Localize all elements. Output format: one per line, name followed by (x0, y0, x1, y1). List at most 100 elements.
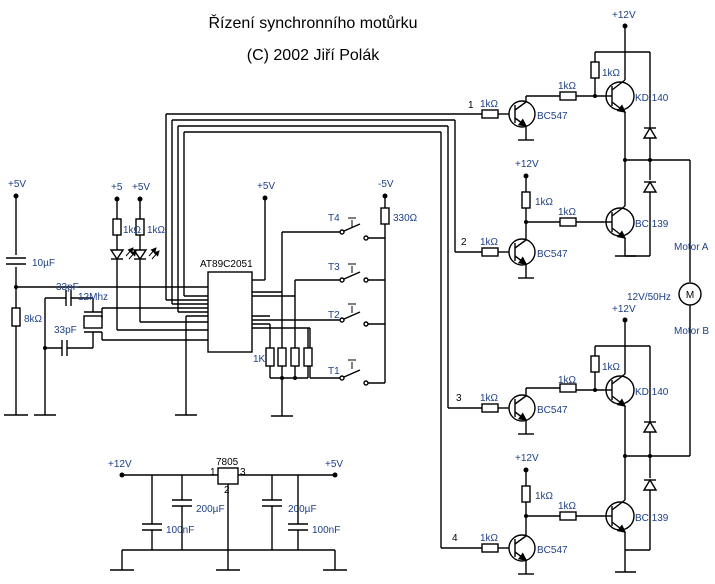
motor-letter: M (686, 290, 694, 301)
resistor-8k (11, 307, 21, 327)
switch-t3 (343, 271, 361, 280)
label-regulator: 7805 (216, 457, 239, 468)
resistor-bottom-pullup (590, 355, 600, 373)
supply-label-12v-mid: +12V (515, 159, 539, 170)
supply-label-12v-q4: +12V (515, 453, 539, 464)
resistor-1k-a (265, 347, 275, 367)
left-supply-section: +5V 10µF 8kΩ 33pF 33pF 12Mhz (4, 179, 208, 416)
resistor-330 (380, 207, 390, 225)
channel-2-number: 2 (461, 237, 467, 248)
output-bus (165, 113, 482, 549)
channel-1-number: 1 (468, 100, 474, 111)
resistor-led1 (112, 218, 122, 236)
channel-2: 2 1kΩ BC547 +12V 1kΩ 1kΩ (461, 159, 604, 279)
resistor-ch4-base (481, 543, 499, 553)
label-ch2-transistor: BC547 (537, 249, 568, 260)
label-ch2-r-pullup: 1kΩ (535, 197, 554, 208)
schematic-subtitle: (C) 2002 Jiří Polák (247, 47, 380, 64)
label-t4: T4 (328, 213, 340, 224)
resistor-top-coupling (559, 91, 577, 101)
label-r-bottom-pullup: 1kΩ (602, 362, 621, 373)
label-q-top-2: KD 140 (635, 387, 669, 398)
channel-3: 3 1kΩ BC547 (456, 387, 568, 435)
label-q-bottom-top: BC 139 (635, 219, 669, 230)
channel-4: 4 1kΩ BC547 +12V 1kΩ 1kΩ (452, 453, 604, 575)
label-crystal: 12Mhz (78, 292, 108, 303)
led1-diode (109, 249, 125, 261)
switch-t4 (343, 223, 361, 232)
label-motor-b: Motor B (674, 326, 709, 337)
label-ch1-transistor: BC547 (537, 111, 568, 122)
switch-t2 (343, 311, 361, 320)
regulator-pin2: 2 (224, 485, 230, 496)
resistor-ch4-coupling (559, 511, 577, 521)
mcu-at89c2051: AT89C2051 +5V (175, 181, 275, 416)
label-r-330: 330Ω (393, 213, 418, 224)
label-q-top: KD 140 (635, 93, 669, 104)
resistor-ch2-base (481, 247, 499, 257)
label-c-10uf: 10µF (32, 258, 55, 269)
supply-label-12v-top: +12V (612, 10, 636, 21)
label-motor-a: Motor A (674, 242, 709, 253)
schematic-title: Řízení synchronního motůrku (209, 13, 418, 32)
resistor-1k-d (303, 347, 313, 367)
led2-diode (132, 249, 148, 261)
label-r-top-pullup: 1kΩ (602, 68, 621, 79)
diode-lower-a (642, 420, 658, 433)
label-c-33pf-a: 33pF (56, 282, 79, 293)
led-section: +5 +5V 1kΩ 1kΩ (109, 182, 208, 331)
label-r-led2: 1kΩ (147, 225, 166, 236)
regulator-section: +12V 7805 1 2 3 +5V 100nF 200µF 200µF 10 (108, 457, 347, 571)
label-ch3-transistor: BC547 (537, 405, 568, 416)
channel-3-number: 3 (456, 393, 462, 404)
switch-section: -5V 330Ω T4 T3 T2 (252, 179, 418, 417)
label-c-200uf-a: 200µF (196, 504, 225, 515)
resistor-ch1-base (481, 109, 499, 119)
label-t3: T3 (328, 262, 340, 273)
diode-upper-a (642, 126, 658, 139)
motor: M Motor A Motor B 12V/50Hz (627, 160, 709, 456)
supply-label-m5v: -5V (378, 179, 394, 190)
upper-driver: +12V 1kΩ 1kΩ KD 140 BC 139 (558, 10, 690, 257)
supply-label-5v-left: +5V (8, 179, 26, 190)
resistor-ch2-pullup (521, 191, 531, 209)
label-c-100nf-b: 100nF (312, 525, 340, 536)
label-ch2-r-coupling: 1kΩ (558, 207, 577, 218)
label-c-33pf-b: 33pF (54, 325, 77, 336)
resistor-bottom-coupling (559, 383, 577, 393)
label-r-1k: 1K (253, 354, 266, 365)
resistor-ch2-coupling (559, 217, 577, 227)
label-motor-rating: 12V/50Hz (627, 292, 671, 303)
regulator-7805 (217, 467, 239, 485)
label-t2: T2 (328, 310, 340, 321)
label-c-200uf-b: 200µF (288, 504, 317, 515)
label-r-led1: 1kΩ (123, 225, 142, 236)
label-mcu: AT89C2051 (200, 259, 253, 270)
supply-label-5v-reg: +5V (325, 459, 343, 470)
label-t1: T1 (328, 366, 340, 377)
label-c-100nf-a: 100nF (166, 525, 194, 536)
lower-driver: +12V 1kΩ 1kΩ KD 140 BC 1 (558, 304, 690, 573)
diode-lower-b (642, 478, 658, 491)
label-ch4-r-coupling: 1kΩ (558, 501, 577, 512)
label-r-bottom-coupling: 1kΩ (558, 375, 577, 386)
label-r-top-coupling: 1kΩ (558, 81, 577, 92)
supply-label-12v-reg: +12V (108, 459, 132, 470)
supply-label-12v-q2: +12V (612, 304, 636, 315)
label-ch4-r-base: 1kΩ (480, 533, 499, 544)
regulator-pin1: 1 (210, 467, 216, 478)
supply-label-5v-mcu: +5V (257, 181, 275, 192)
resistor-top-pullup (590, 61, 600, 79)
label-ch1-r-base: 1kΩ (480, 99, 499, 110)
label-ch3-r-base: 1kΩ (480, 393, 499, 404)
resistor-ch4-pullup (521, 485, 531, 503)
supply-label-5v-led2: +5V (132, 182, 150, 193)
channel-4-number: 4 (452, 533, 458, 544)
supply-label-5-led1: +5 (111, 182, 123, 193)
label-r-8k: 8kΩ (24, 314, 43, 325)
regulator-pin3: 3 (240, 467, 246, 478)
label-ch4-transistor: BC547 (537, 545, 568, 556)
resistor-ch3-base (481, 403, 499, 413)
label-ch2-r-base: 1kΩ (480, 237, 499, 248)
